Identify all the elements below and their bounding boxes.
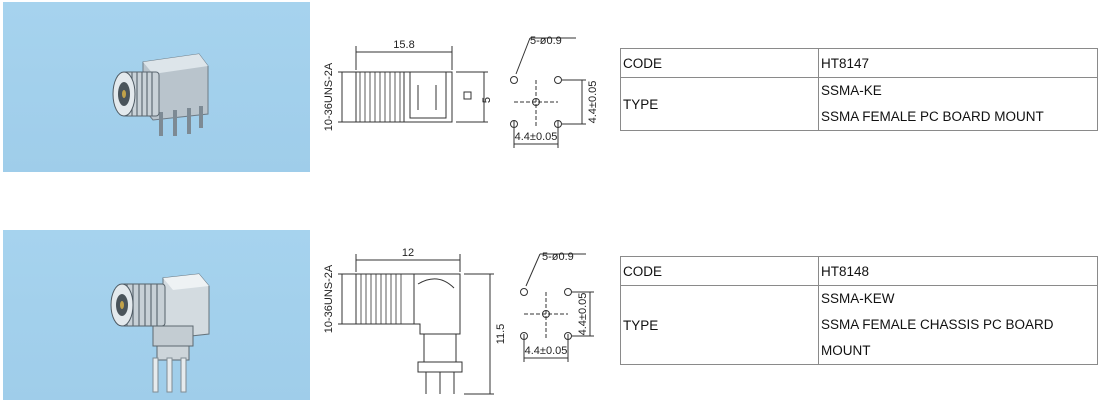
code-label: CODE [620, 256, 819, 286]
side-label: 5 [481, 97, 493, 103]
type-line: SSMA FEMALE PC BOARD MOUNT [821, 109, 1044, 124]
type-line: SSMA-KE [821, 83, 882, 98]
technical-drawing: 10-36UNS-2A 15.8 5 5-ø0.9 4.4±0.05 4.4±0… [318, 30, 599, 175]
type-label: TYPE [620, 285, 819, 365]
product-photo [3, 230, 310, 400]
length-label: 12 [402, 247, 414, 259]
technical-drawing: 10-36UNS-2A 12 11.5 5-ø0.9 4.4±0.05 4.4±… [318, 244, 598, 404]
type-line: MOUNT [821, 343, 871, 358]
type-line: SSMA FEMALE CHASSIS PC BOARD [821, 317, 1054, 332]
connector-photo-image [110, 273, 210, 393]
type-label: TYPE [620, 77, 819, 131]
code-row: CODE HT8147 [620, 48, 1098, 78]
type-value: SSMA-KEW SSMA FEMALE CHASSIS PC BOARD MO… [818, 285, 1098, 365]
spec-table: CODE HT8148 TYPE SSMA-KEW SSMA FEMALE CH… [620, 256, 1098, 365]
spec-table: CODE HT8147 TYPE SSMA-KE SSMA FEMALE PC … [620, 48, 1098, 131]
product-ht8147: 10-36UNS-2A 15.8 5 5-ø0.9 4.4±0.05 4.4±0… [0, 0, 1100, 172]
holes-label: 5-ø0.9 [530, 35, 562, 47]
pitch-vertical-label: 4.4±0.05 [587, 81, 598, 124]
pitch-vertical-label: 4.4±0.05 [577, 293, 589, 336]
dimension-drawing: 10-36UNS-2A 15.8 5 5-ø0.9 4.4±0.05 4.4±0… [323, 35, 599, 148]
code-label: CODE [620, 48, 819, 78]
code-value: HT8147 [818, 48, 1098, 78]
thread-label: 10-36UNS-2A [323, 62, 335, 131]
pitch-horizontal-label: 4.4±0.05 [515, 131, 558, 143]
type-row: TYPE SSMA-KE SSMA FEMALE PC BOARD MOUNT [620, 77, 1098, 131]
code-row: CODE HT8148 [620, 256, 1098, 286]
holes-label: 5-ø0.9 [542, 251, 574, 263]
code-value: HT8148 [818, 256, 1098, 286]
thread-label: 10-36UNS-2A [323, 264, 335, 333]
product-ht8148: 10-36UNS-2A 12 11.5 5-ø0.9 4.4±0.05 4.4±… [0, 228, 1100, 400]
height-label: 11.5 [495, 324, 507, 345]
type-value: SSMA-KE SSMA FEMALE PC BOARD MOUNT [818, 77, 1098, 131]
dimension-drawing: 10-36UNS-2A 12 11.5 5-ø0.9 4.4±0.05 4.4±… [323, 247, 594, 395]
type-line: SSMA-KEW [821, 291, 895, 306]
product-photo [3, 2, 310, 172]
length-label: 15.8 [393, 39, 414, 51]
pitch-horizontal-label: 4.4±0.05 [525, 345, 568, 357]
connector-photo-image [112, 53, 209, 136]
type-row: TYPE SSMA-KEW SSMA FEMALE CHASSIS PC BOA… [620, 285, 1098, 365]
